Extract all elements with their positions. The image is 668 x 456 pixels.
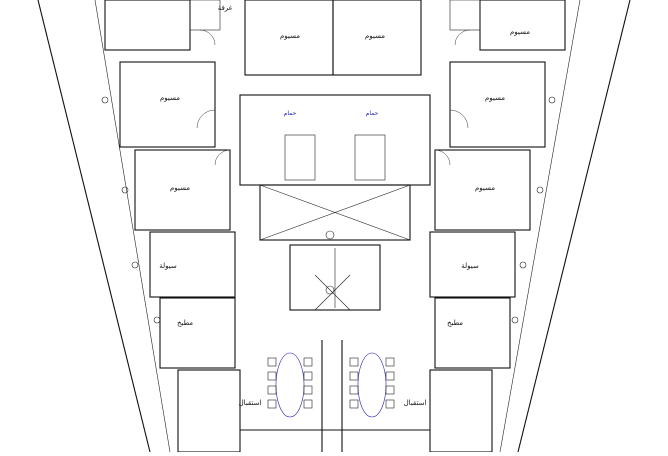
table-right [357,352,387,418]
label-bath-right: حمام [366,110,379,117]
label-room-top-center-right: مسيوم [365,32,385,40]
label-service-right: سيولة [461,262,479,270]
lobby-cross-b [259,184,411,241]
elevator-lobby [259,184,411,241]
stair-core [289,244,381,311]
bath-top-left [189,0,221,31]
label-room-top-right: مسيوم [510,28,530,36]
label-kitchen-left: مطبخ [177,319,193,327]
label-room-left-1: مسيوم [160,94,180,102]
service-right [429,231,516,298]
label-living-right: استقبال [404,399,427,407]
facade-line-left [94,0,171,453]
label-room-top-center-left: مسيوم [280,32,300,40]
chairs-right [349,357,395,409]
door-right-1 [449,109,469,129]
label-kitchen-right: مطبخ [447,319,463,327]
room-right-1 [449,61,546,148]
service-left [149,231,236,298]
label-service-left: سيولة [159,262,177,270]
label-room-right-2: مسيوم [475,184,495,192]
site-boundary-left [37,0,151,453]
label-room-left-2: مسيوم [170,184,190,192]
living-right [429,369,493,453]
door-left-1 [196,109,216,129]
label-room-top-left: غرفة [218,4,233,12]
chairs-left [267,357,313,409]
facade-line-right [499,0,581,453]
door-left-2 [214,149,231,166]
door-right-2 [434,149,451,166]
grid-markers [101,96,556,324]
room-right-2 [434,149,531,231]
room-top-left [104,0,191,51]
bath-top-right [449,0,481,31]
site-boundary-right [517,0,631,453]
kitchen-left [159,297,236,369]
table-left [275,352,305,418]
label-living-left: استقبال [239,399,262,407]
stair-cross-b [314,274,351,311]
room-top-right [479,0,566,51]
door-top-left [199,29,216,46]
kitchen-right [434,297,511,369]
room-left-2 [134,149,231,231]
wc-left [284,134,316,181]
door-top-right [454,29,471,46]
room-top-center-right [332,0,422,76]
label-room-right-1: مسيوم [485,94,505,102]
wc-right [354,134,386,181]
label-bath-left: حمام [284,110,297,117]
core-corridor [239,94,431,186]
room-left-1 [119,61,216,148]
living-left [177,369,241,453]
